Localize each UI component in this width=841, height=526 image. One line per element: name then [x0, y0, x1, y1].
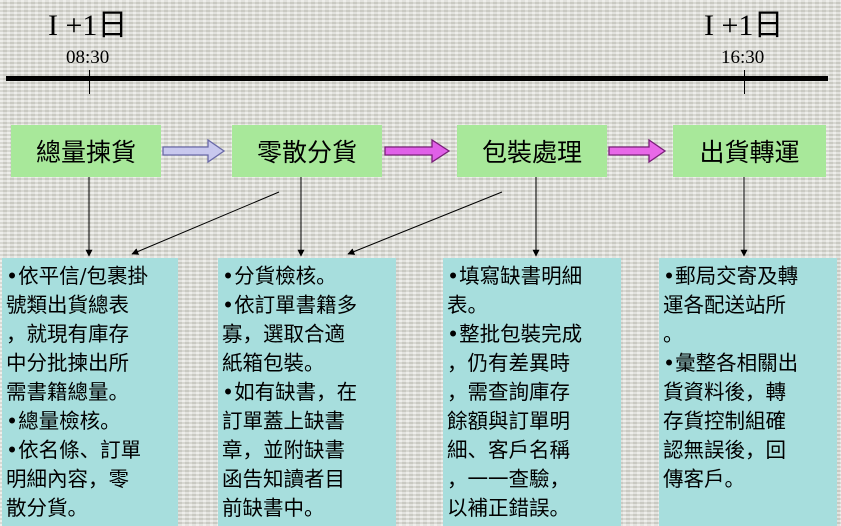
- detail-line: 訂單蓋上缺書: [222, 409, 345, 433]
- stage-label: 包裝處理: [481, 138, 582, 167]
- detail-line: 號類出貨總表: [6, 293, 129, 317]
- block-arrow-sorting-to-packing: [384, 138, 451, 164]
- detail-line: 以補正錯誤。: [447, 496, 570, 520]
- detail-line: 存貨控制組確: [663, 409, 786, 433]
- detail-line: 前缺書中。: [222, 496, 325, 520]
- detail-line: 章，並附缺書: [222, 438, 345, 462]
- timeline-end-tick: [744, 70, 745, 94]
- detail-line: 餘額與訂單明: [447, 409, 570, 433]
- detail-line: 函告知讀者目: [222, 467, 345, 491]
- start-day-label: I +1日: [48, 9, 128, 42]
- detail-box-sorting: •分貨檢核。 •依訂單書籍多 寡，選取合適 紙箱包裝。 •如有缺書，在 訂單蓋上…: [218, 258, 396, 526]
- block-arrow-picking-to-sorting: [162, 138, 226, 164]
- detail-line: 需書籍總量。: [6, 380, 129, 404]
- detail-line: 明細內容，零: [6, 467, 129, 491]
- detail-box-picking: •依平信/包裹掛 號類出貨總表 ，就現有庫存 中分批揀出所 需書籍總量。 •總量…: [2, 258, 178, 526]
- start-time-label: 08:30: [66, 47, 110, 68]
- detail-line: 細、客戶名稱: [447, 438, 570, 462]
- stage-box-packing: 包裝處理: [457, 125, 607, 177]
- detail-line: ，一一查驗，: [447, 467, 570, 491]
- block-arrow-packing-to-shipping: [608, 138, 667, 164]
- stage-box-sorting: 零散分貨: [232, 125, 382, 177]
- stage-box-picking: 總量揀貨: [11, 125, 161, 177]
- end-time-label: 16:30: [721, 47, 765, 68]
- detail-line: 紙箱包裝。: [222, 351, 325, 375]
- detail-line: 。: [663, 322, 684, 346]
- detail-line: 認無誤後，回: [663, 438, 786, 462]
- detail-line: •依訂單書籍多: [222, 293, 358, 317]
- detail-line: ，就現有庫存: [6, 322, 129, 346]
- timeline-start-tick: [89, 70, 90, 94]
- detail-line: 傳客戶。: [663, 467, 745, 491]
- detail-line: 表。: [447, 293, 488, 317]
- detail-line: 貨資料後，轉: [663, 380, 786, 404]
- detail-line: ，仍有差異時: [447, 351, 570, 375]
- detail-line: •分貨檢核。: [222, 264, 337, 288]
- detail-line: •整批包裝完成: [447, 322, 583, 346]
- detail-line: •總量檢核。: [6, 409, 121, 433]
- detail-line: •填寫缺書明細: [447, 264, 583, 288]
- detail-line: •彙整各相關出: [663, 351, 799, 375]
- detail-line: •依名條、訂單: [6, 438, 142, 462]
- detail-box-packing: •填寫缺書明細 表。 •整批包裝完成 ，仍有差異時 ，需查詢庫存 餘額與訂單明 …: [443, 258, 621, 526]
- connector-packing-to-sorting-detail: [347, 191, 503, 255]
- timeline-bar: [6, 76, 828, 81]
- detail-line: •依平信/包裹掛: [6, 264, 148, 288]
- stage-label: 出貨轉運: [699, 138, 800, 167]
- detail-box-shipping: •郵局交寄及轉 運各配送站所 。 •彙整各相關出 貨資料後，轉 存貨控制組確 認…: [659, 258, 837, 526]
- detail-line: 寡，選取合適: [222, 322, 345, 346]
- stage-box-shipping: 出貨轉運: [673, 125, 826, 177]
- detail-line: 散分貨。: [6, 496, 88, 520]
- connector-sorting-to-picking-detail: [131, 191, 280, 255]
- detail-line: 運各配送站所: [663, 293, 786, 317]
- detail-line: 中分批揀出所: [6, 351, 129, 375]
- detail-line: •如有缺書，在: [222, 380, 358, 404]
- detail-line: •郵局交寄及轉: [663, 264, 799, 288]
- stage-label: 零散分貨: [256, 138, 357, 167]
- stage-label: 總量揀貨: [35, 138, 136, 167]
- detail-line: ，需查詢庫存: [447, 380, 570, 404]
- end-day-label: I +1日: [704, 9, 784, 42]
